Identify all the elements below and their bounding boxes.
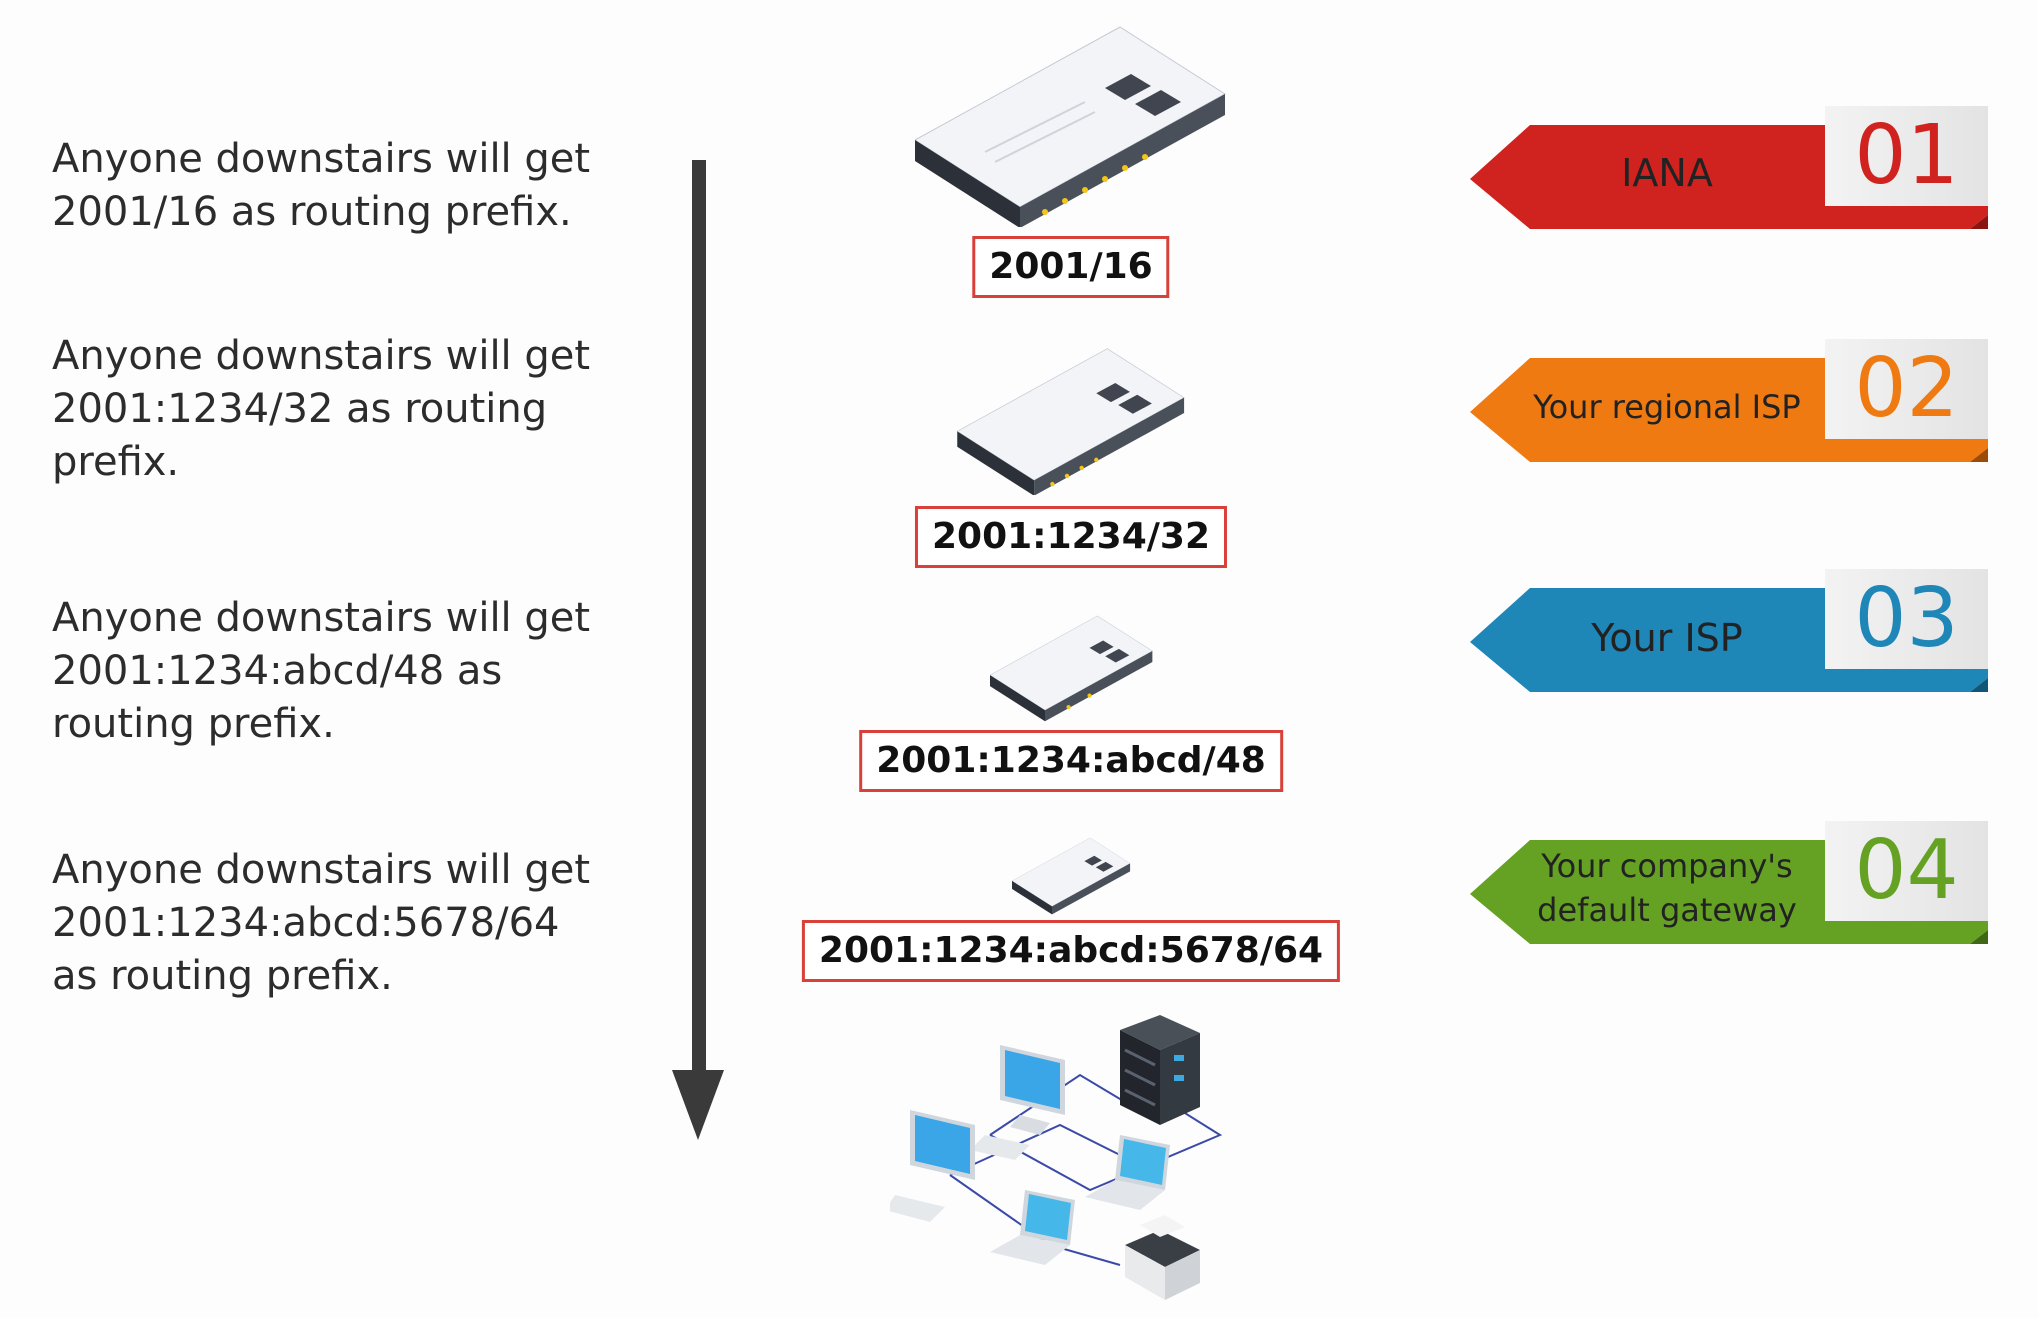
router-icon: [915, 26, 1226, 227]
level-1-description: Anyone downstairs will get 2001/16 as ro…: [52, 136, 591, 235]
tag-number: 01: [1854, 108, 1959, 203]
router-icon: [1012, 837, 1131, 915]
prefix-label: 2001/16: [972, 236, 1170, 298]
router-icon: [990, 615, 1153, 722]
tag-your-isp: Your ISP 03: [1470, 566, 1988, 704]
prefix-label: 2001:1234:abcd:5678/64: [801, 920, 1341, 982]
down-arrow-icon: [672, 160, 724, 1140]
desktop-computer-icon: [890, 1110, 975, 1222]
tag-number: 02: [1854, 341, 1959, 436]
printer-icon: [1125, 1215, 1200, 1300]
tag-label: Your company's default gateway: [1537, 847, 1797, 929]
tag-label: IANA: [1621, 151, 1713, 195]
tag-label: Your ISP: [1591, 616, 1743, 660]
tag-company-gateway: Your company's default gateway 04: [1470, 818, 1988, 956]
server-icon: [1120, 1015, 1200, 1125]
tag-label: Your regional ISP: [1533, 388, 1801, 426]
prefix-label: 2001:1234/32: [914, 506, 1228, 568]
laptop-icon: [1085, 1135, 1170, 1210]
tag-regional-isp: Your regional ISP 02: [1470, 336, 1988, 474]
laptop-icon: [990, 1190, 1075, 1265]
level-3-description: Anyone downstairs will get 2001:1234:abc…: [52, 595, 591, 747]
tag-number: 03: [1854, 571, 1959, 666]
local-network-icon: [890, 1015, 1223, 1300]
tag-iana: IANA 01: [1470, 103, 1988, 241]
tag-number: 04: [1854, 823, 1959, 918]
level-4-description: Anyone downstairs will get 2001:1234:abc…: [52, 847, 591, 999]
desktop-computer-icon: [970, 1045, 1065, 1160]
router-icon: [956, 348, 1185, 495]
level-2-description: Anyone downstairs will get 2001:1234/32 …: [52, 333, 591, 485]
prefix-label: 2001:1234:abcd/48: [859, 730, 1283, 792]
